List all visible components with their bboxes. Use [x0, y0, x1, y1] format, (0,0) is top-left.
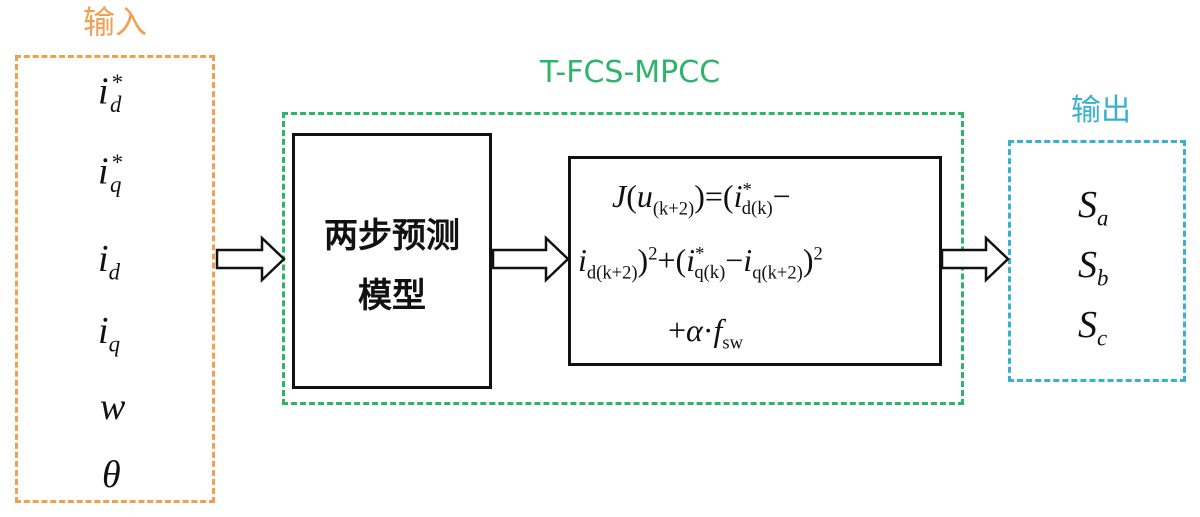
input-var-id-star: i*d [98, 70, 122, 118]
output-title: 输出 [1071, 93, 1131, 128]
cost-eq-line2: id(k+2))2+(i*q(k)−iq(k+2))2 [578, 242, 823, 284]
output-var-sb: Sb [1078, 244, 1109, 291]
input-var-id: id [98, 238, 120, 285]
cost-function-block [568, 156, 942, 366]
cost-eq-line3: +α·fsw [668, 312, 744, 354]
input-var-iq-star: i*q [98, 150, 122, 198]
cost-eq-line1: J(u(k+2))=(i*d(k)− [612, 178, 791, 220]
mpcc-title: T-FCS-MPCC [539, 55, 721, 90]
arrow-input-to-model [215, 235, 286, 283]
prediction-model-block [292, 133, 492, 389]
prediction-model-label-line1: 两步预测 [324, 216, 460, 256]
input-var-iq: iq [98, 310, 120, 357]
arrow-cost-to-output [940, 235, 1010, 283]
arrow-model-to-cost [491, 235, 570, 283]
output-box [1008, 140, 1186, 382]
output-var-sc: Sc [1078, 304, 1108, 351]
input-box [15, 55, 215, 503]
input-title: 输入 [82, 3, 147, 41]
prediction-model-label-line2: 模型 [358, 276, 426, 316]
input-var-w: w [100, 386, 126, 428]
output-var-sa: Sa [1078, 184, 1109, 231]
input-var-theta: θ [102, 454, 121, 496]
